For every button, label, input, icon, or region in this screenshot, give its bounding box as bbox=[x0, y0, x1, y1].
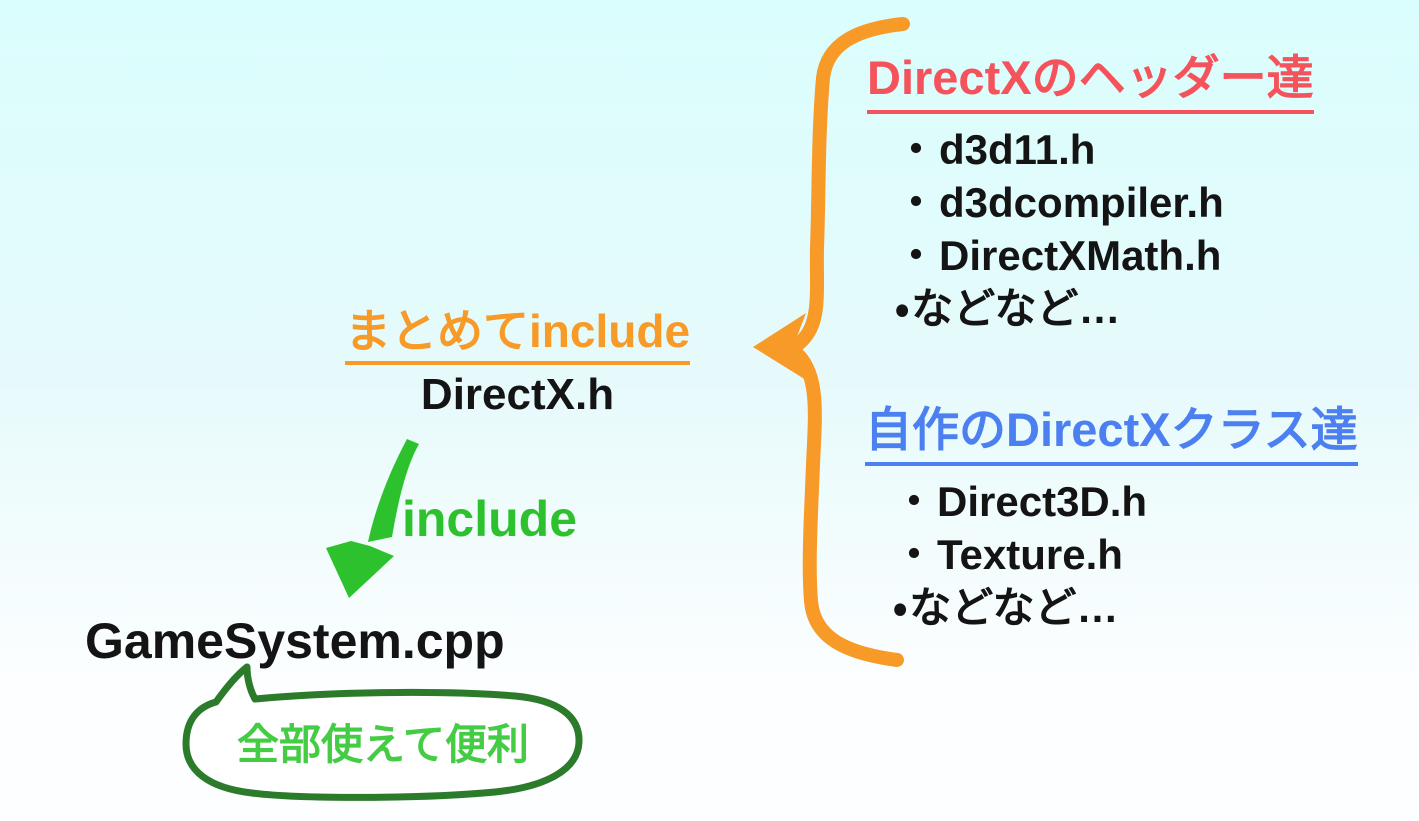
bullet-dot: ・ bbox=[893, 583, 908, 631]
class-file-name: Direct3D.h bbox=[937, 477, 1148, 525]
bullet-dot: ・ bbox=[895, 178, 938, 226]
merge-include-label: まとめてinclude bbox=[345, 306, 691, 365]
custom-classes-section: 自作のDirectXクラス達 ・Direct3D.h ・Texture.h ・な… bbox=[865, 403, 1358, 634]
bullet-dot: ・ bbox=[895, 284, 910, 332]
bullet-dot: ・ bbox=[895, 231, 938, 279]
include-arrow-shaft bbox=[368, 439, 419, 542]
list-item: ・などなど… bbox=[895, 282, 1314, 335]
bullet-dot: ・ bbox=[893, 530, 936, 578]
list-item: ・d3dcompiler.h bbox=[895, 176, 1314, 229]
list-item: ・Direct3D.h bbox=[893, 475, 1358, 528]
gamesystem-cpp-file: GameSystem.cpp bbox=[85, 613, 505, 669]
class-file-name: Texture.h bbox=[937, 530, 1123, 578]
merge-include-block: まとめてinclude DirectX.h bbox=[345, 306, 691, 420]
header-file-name: DirectXMath.h bbox=[939, 231, 1222, 279]
directx-headers-section: DirectXのヘッダー達 ・d3d11.h ・d3dcompiler.h ・D… bbox=[867, 51, 1314, 335]
custom-classes-title: 自作のDirectXクラス達 bbox=[865, 403, 1358, 466]
list-item: ・DirectXMath.h bbox=[895, 229, 1314, 282]
header-file-name: などなど… bbox=[911, 284, 1121, 332]
list-item: ・などなど… bbox=[893, 581, 1358, 634]
speech-bubble-outline bbox=[182, 663, 583, 801]
bullet-dot: ・ bbox=[893, 477, 936, 525]
include-arrow-label: include bbox=[402, 491, 578, 547]
header-file-name: d3dcompiler.h bbox=[939, 178, 1224, 226]
directx-h-file: DirectX.h bbox=[420, 369, 615, 419]
directx-headers-title: DirectXのヘッダー達 bbox=[867, 51, 1314, 114]
class-file-name: などなど… bbox=[909, 583, 1119, 631]
bullet-dot: ・ bbox=[895, 125, 938, 173]
merge-arrowhead-icon bbox=[753, 313, 806, 380]
directx-headers-list: ・d3d11.h ・d3dcompiler.h ・DirectXMath.h ・… bbox=[867, 123, 1314, 335]
custom-classes-list: ・Direct3D.h ・Texture.h ・などなど… bbox=[865, 475, 1358, 634]
header-file-name: d3d11.h bbox=[939, 125, 1096, 173]
list-item: ・d3d11.h bbox=[895, 123, 1314, 176]
list-item: ・Texture.h bbox=[893, 528, 1358, 581]
include-arrowhead-icon bbox=[326, 541, 394, 598]
speech-bubble-text: 全部使えて便利 bbox=[237, 721, 529, 768]
